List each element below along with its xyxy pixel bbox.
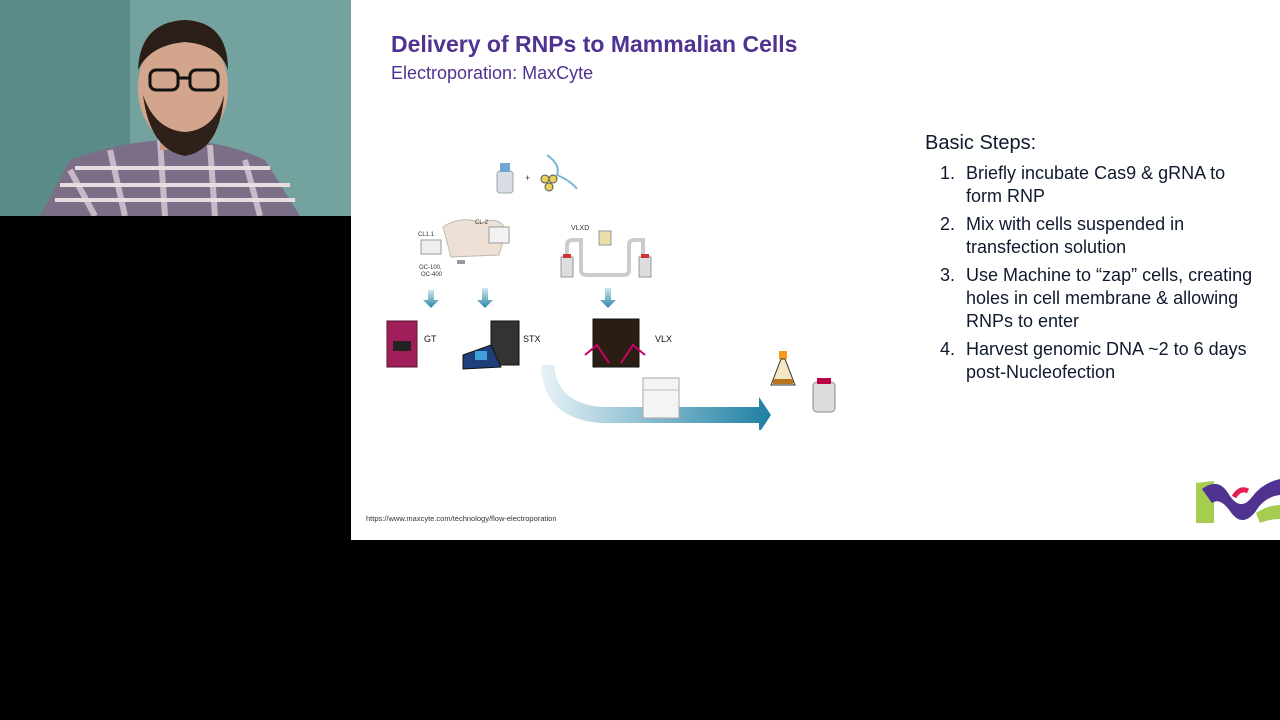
stx-instrument-icon [462,320,520,370]
list-item: 3. Use Machine to “zap” cells, creating h… [940,264,1260,333]
oc2-label: OC-400 [421,272,443,278]
cl11-label: CL1.1 [418,232,435,238]
source-url: https://www.maxcyte.com/technology/flow-… [366,514,557,523]
maxcyte-workflow-diagram: + CL1.1 CL-2 OC-100, OC-400 VLXD [386,154,836,430]
step-text: Harvest genomic DNA ~2 to 6 days post-Nu… [966,339,1247,382]
steps-heading: Basic Steps: [925,132,1037,154]
dna-icon [546,154,578,190]
merck-logo [1196,479,1280,523]
presentation-slide: Delivery of RNPs to Mammalian Cells Elec… [351,0,1280,540]
step-number: 4. [940,339,956,359]
list-item: 1. Briefly incubate Cas9 & gRNA to form R… [940,162,1260,208]
incubator-icon [642,377,680,419]
webcam-video [0,0,351,216]
list-item: 4. Harvest genomic DNA ~2 to 6 days post-… [940,338,1260,384]
step-text: Use Machine to “zap” cells, creating hol… [966,265,1253,331]
workflow-arrow-icon [541,365,771,430]
vlxd-bag-assembly-icon [560,230,652,278]
oc-label: OC-100, [419,265,442,271]
culture-flask-icon [770,351,796,386]
stx-label: STX [523,334,541,344]
arrow-down-icon [477,288,493,308]
vlxd-label: VLXD [571,225,589,232]
cl2-label: CL-2 [475,220,489,226]
presenter-video-frame [0,0,351,216]
slide-subtitle: Electroporation: MaxCyte [391,63,594,83]
gt-instrument-icon [386,320,418,368]
gt-label: GT [424,334,437,344]
steps-list: 1. Briefly incubate Cas9 & gRNA to form R… [940,162,1260,389]
step-number: 3. [940,265,956,285]
arrow-down-icon [600,288,616,308]
step-number: 1. [940,163,956,183]
vlx-instrument-icon [584,318,646,368]
step-text: Briefly incubate Cas9 & gRNA to form RNP [966,163,1226,206]
step-number: 2. [940,214,956,234]
plus-label: + [525,173,530,183]
list-item: 2. Mix with cells suspended in transfecti… [940,213,1260,259]
processing-assembly-icon [420,219,510,264]
step-text: Mix with cells suspended in transfection… [966,214,1185,257]
arrow-down-icon [423,290,439,308]
bioreactor-icon [812,378,836,413]
slide-title: Delivery of RNPs to Mammalian Cells [391,31,798,57]
reagent-vial-icon [496,163,514,194]
cells-icon [540,174,558,192]
vlx-label: VLX [655,334,672,344]
